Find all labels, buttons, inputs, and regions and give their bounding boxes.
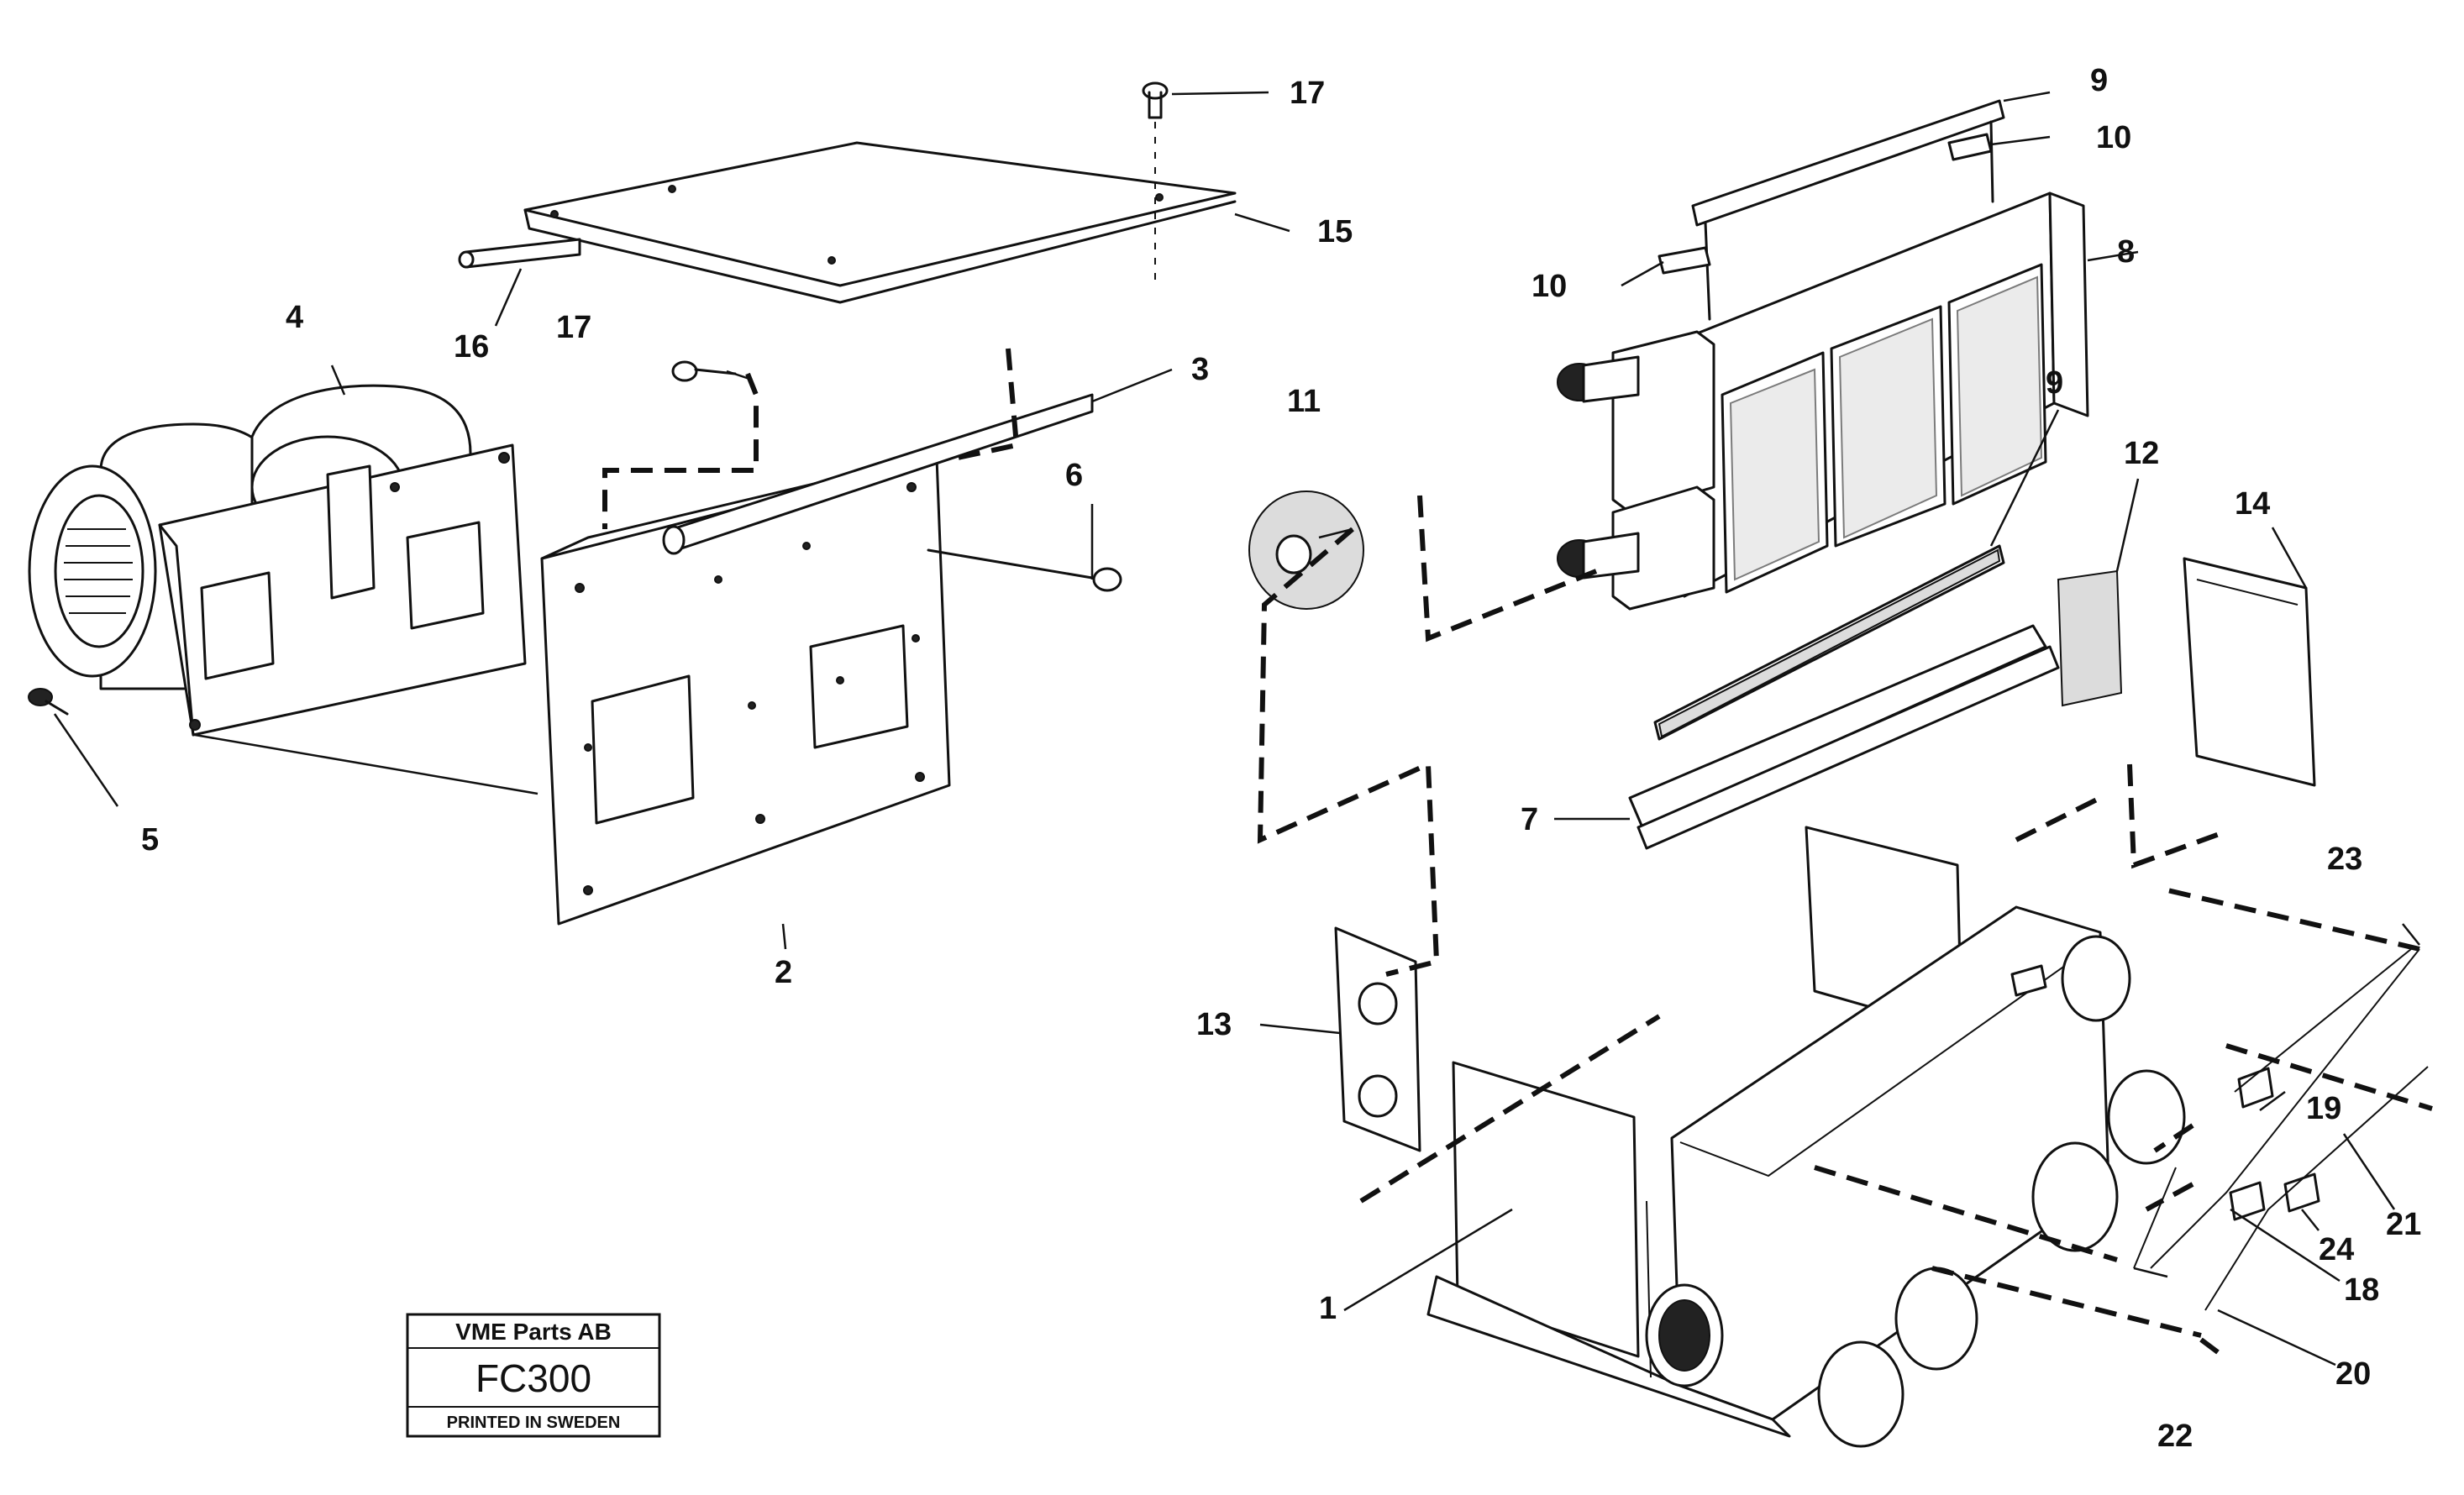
- part-label: 24: [2319, 1232, 2354, 1267]
- part-label: 21: [2386, 1207, 2421, 1242]
- part-labels: 1 2 3 4 5 6 7 8 9 9 10 10 11 12 13 14 15…: [141, 63, 2421, 1454]
- clip-10-right: [1947, 133, 1993, 161]
- heater-core: [1557, 191, 2089, 611]
- leader-lines: [53, 91, 2420, 1366]
- part-label: 15: [1317, 214, 1353, 249]
- part-label: 14: [2235, 486, 2270, 522]
- part-label: 7: [1521, 802, 1538, 837]
- heater-housing: [1426, 826, 2186, 1448]
- part-label: 5: [141, 822, 159, 858]
- foam-block-12: [2057, 569, 2123, 707]
- part-label: 2: [775, 955, 792, 990]
- cover-plate: [523, 141, 1237, 304]
- part-label: 10: [2096, 120, 2131, 155]
- plate-13: [1334, 926, 1421, 1152]
- company-name: VME Parts AB: [455, 1319, 612, 1345]
- part-label: 9: [2090, 63, 2108, 98]
- blower-fan-assembly: [28, 384, 527, 737]
- bracket-7: [1628, 544, 2060, 850]
- rod-3: [662, 393, 1094, 555]
- part-label: 23: [2327, 842, 2362, 877]
- part-label: 17: [556, 310, 591, 345]
- part-label: 17: [1290, 76, 1325, 111]
- assembly-line-left: [602, 348, 1020, 529]
- part-label: 9: [2046, 365, 2063, 401]
- title-block: VME Parts AB FC300 PRINTED IN SWEDEN: [406, 1313, 661, 1438]
- part-label: 10: [1531, 269, 1567, 304]
- part-label: 13: [1196, 1007, 1232, 1042]
- screw-17-mid: [671, 360, 737, 382]
- part-label: 22: [2157, 1419, 2193, 1454]
- assembly-line-right: [1257, 495, 2433, 1355]
- rod-16: [458, 238, 581, 269]
- part-label: 11: [1287, 384, 1321, 419]
- diagram-code: FC300: [475, 1356, 591, 1400]
- part-label: 18: [2344, 1272, 2379, 1308]
- part-label: 16: [454, 329, 489, 365]
- foam-ring-11: [1248, 490, 1364, 610]
- screw-5: [28, 688, 69, 716]
- screw-17-top: [1142, 81, 1169, 286]
- part-label: 3: [1191, 352, 1209, 387]
- plate-14: [2183, 557, 2316, 787]
- screw-6: [927, 548, 1122, 592]
- seal-strip-9-top: [1691, 99, 2005, 321]
- part-label: 4: [286, 300, 303, 335]
- part-label: 1: [1319, 1291, 1337, 1326]
- part-label: 6: [1065, 458, 1083, 493]
- part-label: 20: [2335, 1356, 2371, 1392]
- wire-harness: [2133, 948, 2429, 1311]
- part-label: 19: [2306, 1091, 2341, 1126]
- part-label: 8: [2117, 234, 2135, 270]
- part-label: 12: [2124, 436, 2159, 471]
- printed-note: PRINTED IN SWEDEN: [447, 1414, 621, 1432]
- clip-10-left: [1658, 246, 1711, 275]
